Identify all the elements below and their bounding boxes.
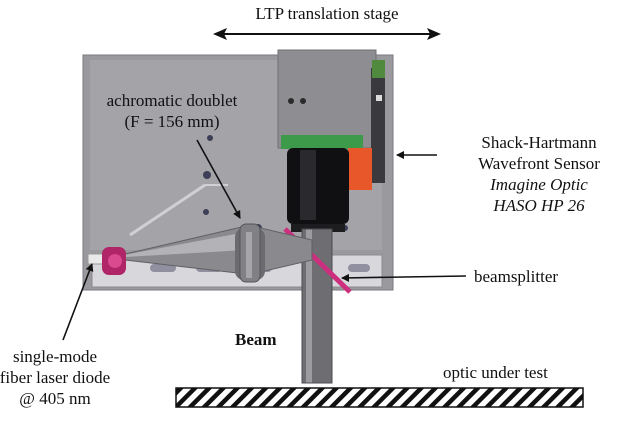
- optic-label: optic under test: [443, 363, 548, 382]
- beamsplitter-leader: [341, 273, 467, 282]
- sensor-label-line-4: HASO HP 26: [493, 196, 585, 215]
- beamsplitter-label: beamsplitter: [474, 267, 559, 286]
- optic-under-test: [175, 387, 584, 408]
- laser-label-line-1: single-mode: [12, 347, 98, 366]
- laser-label-line-2: fiber laser diode: [0, 368, 111, 387]
- doublet-label-line-2: (F = 156 mm): [124, 112, 220, 131]
- sensor-label-line-3: Imagine Optic: [490, 175, 588, 194]
- doublet-label: achromatic doublet (F = 156 mm): [82, 90, 262, 132]
- fiber-laser: [87, 247, 126, 275]
- doublet-leader: [196, 139, 241, 219]
- stage-label: LTP translation stage: [255, 4, 399, 23]
- stage-arrow: [213, 28, 441, 40]
- beam-tube: [301, 228, 333, 384]
- doublet-mount: [235, 223, 265, 283]
- sensor-label: Shack-Hartmann Wavefront Sensor Imagine …: [446, 132, 621, 216]
- laser-label: single-mode fiber laser diode @ 405 nm: [0, 346, 130, 409]
- beam-label: Beam: [235, 330, 277, 349]
- sensor-label-line-1: Shack-Hartmann: [481, 133, 597, 152]
- wavefront-sensor: [277, 49, 385, 232]
- sensor-label-line-2: Wavefront Sensor: [478, 154, 600, 173]
- laser-label-line-3: @ 405 nm: [19, 389, 91, 408]
- laser-leader: [62, 263, 94, 341]
- doublet-label-line-1: achromatic doublet: [106, 91, 238, 110]
